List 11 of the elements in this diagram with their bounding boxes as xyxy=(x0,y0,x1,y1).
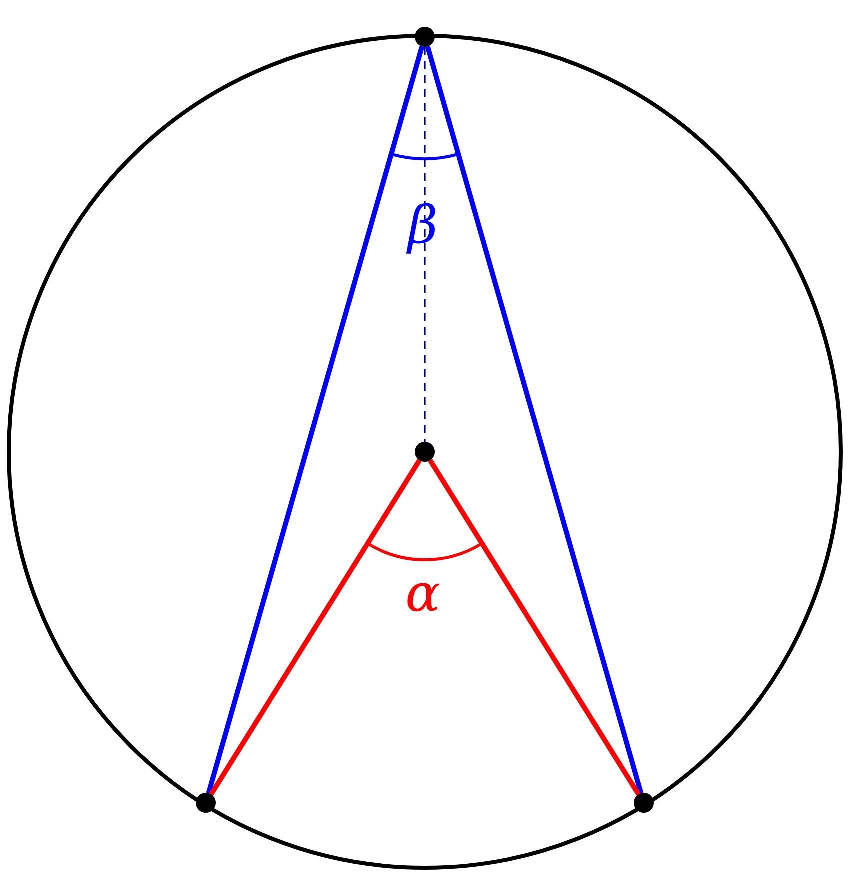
angle-label: α xyxy=(405,568,441,620)
line-segment xyxy=(428,459,641,796)
point-dot xyxy=(196,793,216,813)
point-dot xyxy=(415,27,435,47)
dashed-line xyxy=(424,47,426,442)
angle-label: β xyxy=(408,200,438,252)
point-dot xyxy=(634,793,654,813)
line-segment xyxy=(209,459,422,796)
line-segment xyxy=(206,46,425,794)
line-segment xyxy=(425,46,644,794)
point-dot xyxy=(415,442,435,462)
